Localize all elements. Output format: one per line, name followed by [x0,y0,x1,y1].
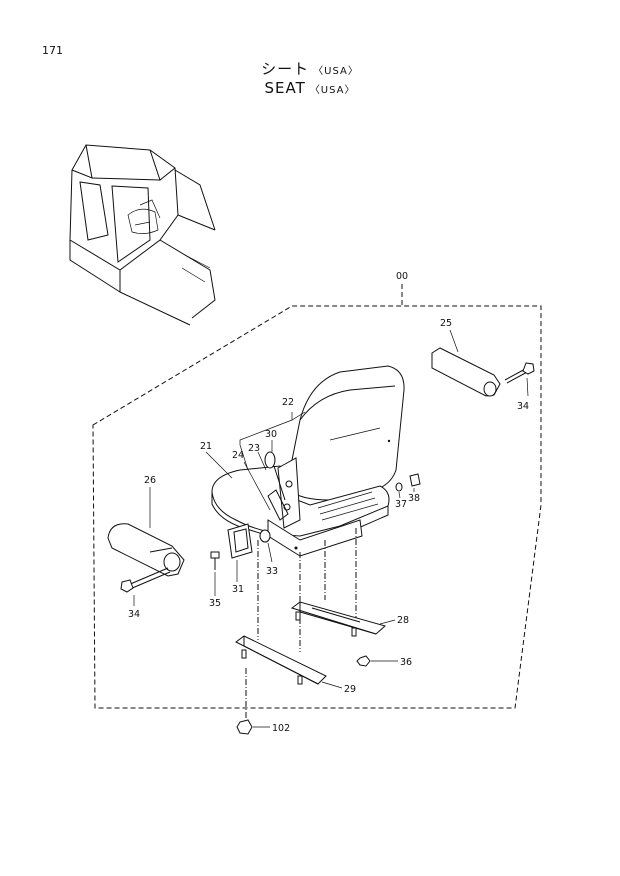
leader-lines [205,411,306,511]
callout-22: 22 [282,397,294,408]
callout-24: 24 [232,450,244,461]
recline-lever [264,451,301,529]
callout-30: 30 [265,429,277,440]
callout-21: 21 [200,441,212,452]
callout-33: 33 [266,566,278,577]
callout-00: 00 [396,271,408,282]
callout-25: 25 [440,318,452,329]
callout-35: 35 [209,598,221,609]
slide-rail-lower [235,635,327,685]
bolt-left [120,567,171,593]
bolt-right [504,362,535,384]
nut-36 [356,655,371,667]
nut-102 [236,719,253,735]
bolt-35 [210,551,220,570]
title-jp-region: 〈USA〉 [313,66,359,77]
page-title-japanese: シート〈USA〉 [0,58,620,79]
title-en-region: 〈USA〉 [309,85,356,96]
centerlines [245,528,357,720]
callout-36: 36 [400,657,412,668]
callout-102: 102 [272,723,290,734]
callout-29: 29 [344,684,356,695]
title-jp-text: シート [261,60,310,78]
callout-37: 37 [395,499,407,510]
slide-rail-upper [290,601,387,637]
armrest-left [107,523,185,577]
callout-34-left: 34 [128,609,140,620]
callout-28: 28 [397,615,409,626]
callout-38: 38 [408,493,420,504]
assembly-boundary [92,305,542,709]
cab-location-inset [69,144,216,326]
page-title: SEAT〈USA〉 [0,79,620,97]
seat-backrest [289,365,405,501]
callout-23: 23 [248,443,260,454]
armrest-right [431,347,501,397]
bolts-37-38 [395,473,421,492]
callout-34-right: 34 [517,401,529,412]
bracket [227,523,253,559]
callout-26: 26 [144,475,156,486]
page-number: 171 [42,44,63,57]
knob [259,529,271,543]
callout-31: 31 [232,584,244,595]
title-en-text: SEAT [264,79,306,97]
